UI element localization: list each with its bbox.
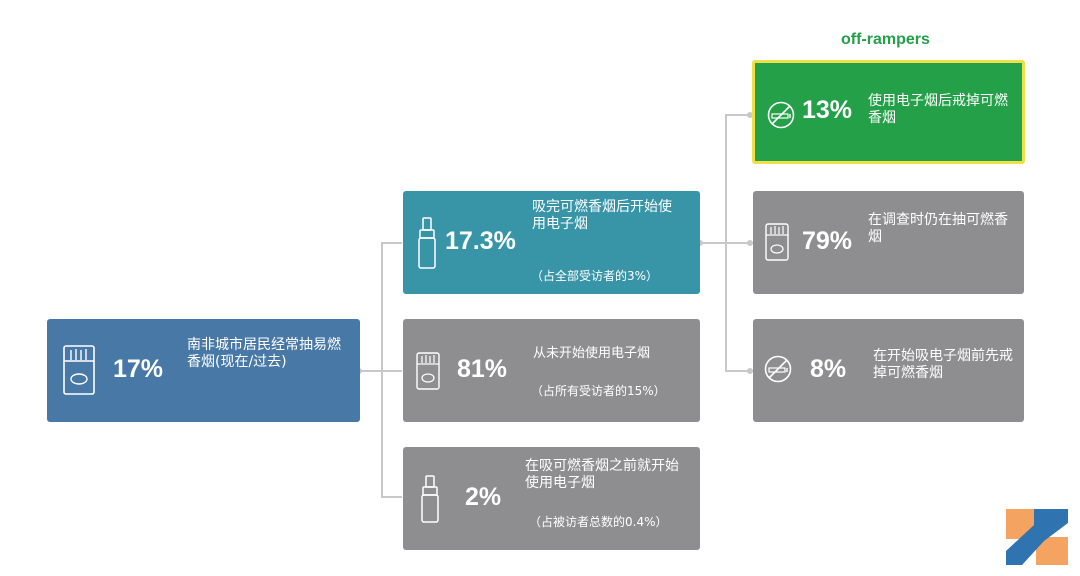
right-1-percent: 13% bbox=[802, 96, 853, 124]
cigarette-pack-icon bbox=[765, 223, 789, 261]
vape-pen-icon bbox=[418, 217, 436, 269]
middle-box-vape-before: 2% 在吸可燃香烟之前就开始使用电子烟 （占被访者总数的0.4%） bbox=[403, 447, 700, 550]
cigarette-pack-icon bbox=[63, 345, 95, 395]
connector-line bbox=[725, 370, 753, 372]
cigarette-pack-icon bbox=[416, 352, 440, 390]
root-description: 南非城市居民经常抽易燃香烟(现在/过去) bbox=[187, 337, 341, 370]
right-box-quit-after-vaping: 13% 使用电子烟后戒掉可燃香烟 bbox=[752, 60, 1025, 164]
connector-dot bbox=[747, 368, 753, 374]
middle-3-note: （占被访者总数的0.4%） bbox=[529, 515, 668, 529]
connector-dot bbox=[747, 240, 753, 246]
no-smoking-icon bbox=[767, 101, 795, 129]
connector-line bbox=[381, 496, 402, 498]
right-2-description: 在调查时仍在抽可燃香烟 bbox=[868, 212, 1008, 245]
connector-line bbox=[725, 114, 753, 116]
connector-line bbox=[360, 370, 382, 372]
logo-icon bbox=[1006, 509, 1068, 565]
root-percent: 17% bbox=[113, 355, 164, 383]
right-box-still-smoking: 79% 在调查时仍在抽可燃香烟 bbox=[753, 191, 1024, 294]
middle-2-description: 从未开始使用电子烟 bbox=[533, 346, 651, 361]
vape-pen-icon bbox=[421, 475, 439, 523]
right-1-description: 使用电子烟后戒掉可燃香烟 bbox=[868, 93, 1008, 126]
middle-box-vape-after: 17.3% 吸完可燃香烟后开始使用电子烟 （占全部受访者的3%） bbox=[403, 191, 700, 294]
right-3-description: 在开始吸电子烟前先戒掉可燃香烟 bbox=[873, 348, 1013, 381]
middle-3-description: 在吸可燃香烟之前就开始使用电子烟 bbox=[525, 458, 679, 491]
connector-line bbox=[700, 242, 726, 244]
middle-box-never-vaped: 81% 从未开始使用电子烟 （占所有受访者的15%） bbox=[403, 319, 700, 422]
right-box-quit-before-vaping: 8% 在开始吸电子烟前先戒掉可燃香烟 bbox=[753, 319, 1024, 422]
root-box: 17% 南非城市居民经常抽易燃香烟(现在/过去) bbox=[47, 319, 360, 422]
middle-3-percent: 2% bbox=[465, 483, 502, 511]
right-2-percent: 79% bbox=[802, 227, 853, 255]
connector-line bbox=[725, 242, 753, 244]
no-smoking-icon bbox=[764, 355, 792, 383]
middle-2-percent: 81% bbox=[457, 355, 508, 383]
middle-1-note: （占全部受访者的3%） bbox=[531, 269, 659, 283]
connector-dot bbox=[747, 112, 753, 118]
right-3-percent: 8% bbox=[810, 355, 847, 383]
middle-2-note: （占所有受访者的15%） bbox=[531, 384, 666, 398]
middle-1-percent: 17.3% bbox=[445, 227, 516, 255]
connector-dot bbox=[697, 240, 703, 246]
middle-1-description: 吸完可燃香烟后开始使用电子烟 bbox=[532, 199, 672, 232]
connector-line bbox=[381, 370, 402, 372]
off-rampers-label: off-rampers bbox=[841, 31, 930, 48]
connector-line bbox=[381, 242, 402, 244]
